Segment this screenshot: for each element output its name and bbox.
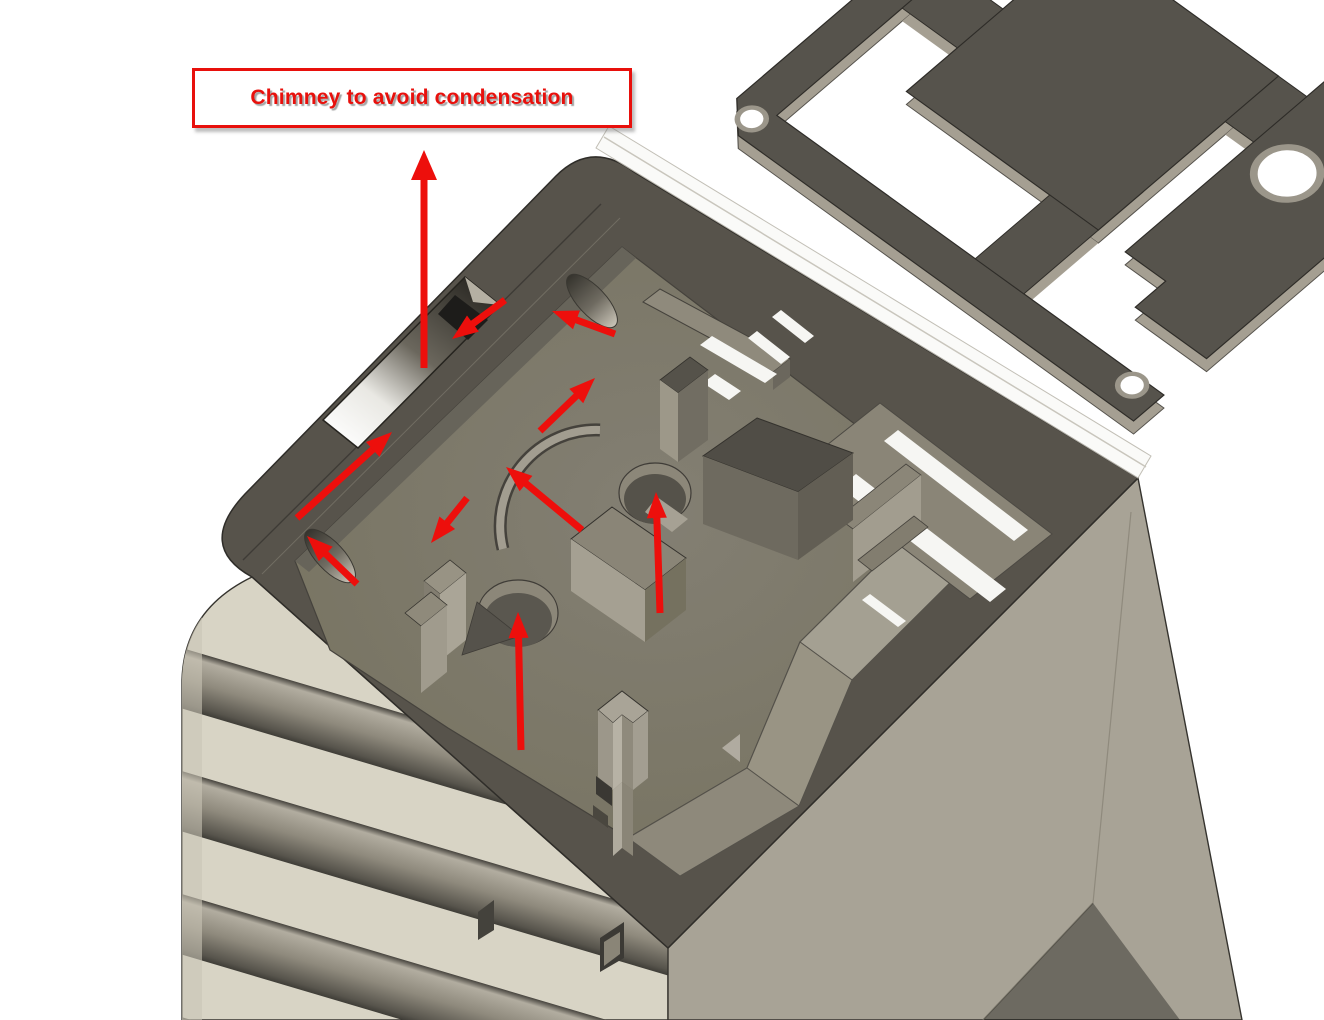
flow-arrow [294, 445, 377, 521]
edge-notch-inner [604, 932, 620, 966]
inner-walls [837, 463, 929, 582]
flow-arrow [443, 495, 470, 527]
large-round-hole [1249, 144, 1324, 203]
annotation-callout[interactable]: Chimney to avoid condensation [192, 68, 632, 128]
flow-arrow [569, 378, 595, 404]
flow-arrow [646, 492, 667, 519]
cavity-wall [627, 767, 800, 877]
boss-post [404, 559, 467, 693]
floor-window [596, 776, 612, 806]
vent-slit [884, 430, 1028, 541]
flow-arrow [431, 516, 456, 543]
flow-arrow [469, 297, 508, 328]
edge-notch [478, 900, 494, 940]
vent-slit [748, 331, 790, 364]
vent-slit [772, 310, 814, 343]
annotation-label: Chimney to avoid condensation [250, 86, 574, 109]
vent-slit [862, 594, 906, 627]
top-rib [642, 288, 791, 400]
cover-plate-top [734, 0, 1324, 422]
flow-arrow [366, 432, 392, 457]
cavity-wall-shadow [295, 247, 636, 572]
screw-hole [734, 105, 769, 133]
wall-step [722, 734, 740, 762]
flow-arrow [522, 479, 585, 533]
flow-arrow [321, 550, 360, 587]
oval-hole [566, 273, 618, 329]
curved-wall [493, 423, 601, 551]
clear-lid-edge [595, 125, 1152, 479]
v-post [597, 690, 649, 856]
flow-arrow [411, 150, 437, 180]
annotation-arrows [294, 150, 667, 751]
flow-arrow [653, 515, 664, 614]
flow-arrow [537, 392, 581, 434]
vent-slit [700, 336, 777, 383]
flow-arrow [573, 315, 617, 338]
screw-hole [1114, 371, 1150, 399]
cavity [294, 246, 1053, 877]
boss-post [659, 356, 709, 462]
boss-block [701, 417, 855, 560]
flow-arrow [508, 612, 529, 639]
flow-arrow [506, 467, 533, 492]
floor-notch [593, 805, 608, 828]
cover-plate[interactable] [714, 0, 1324, 435]
flow-arrow [552, 310, 580, 330]
flow-arrow [515, 635, 525, 751]
enclosure-body[interactable] [34, 125, 1243, 1020]
vent-slit [703, 374, 741, 400]
flow-arrow [307, 536, 333, 562]
flow-arrow [452, 315, 479, 339]
